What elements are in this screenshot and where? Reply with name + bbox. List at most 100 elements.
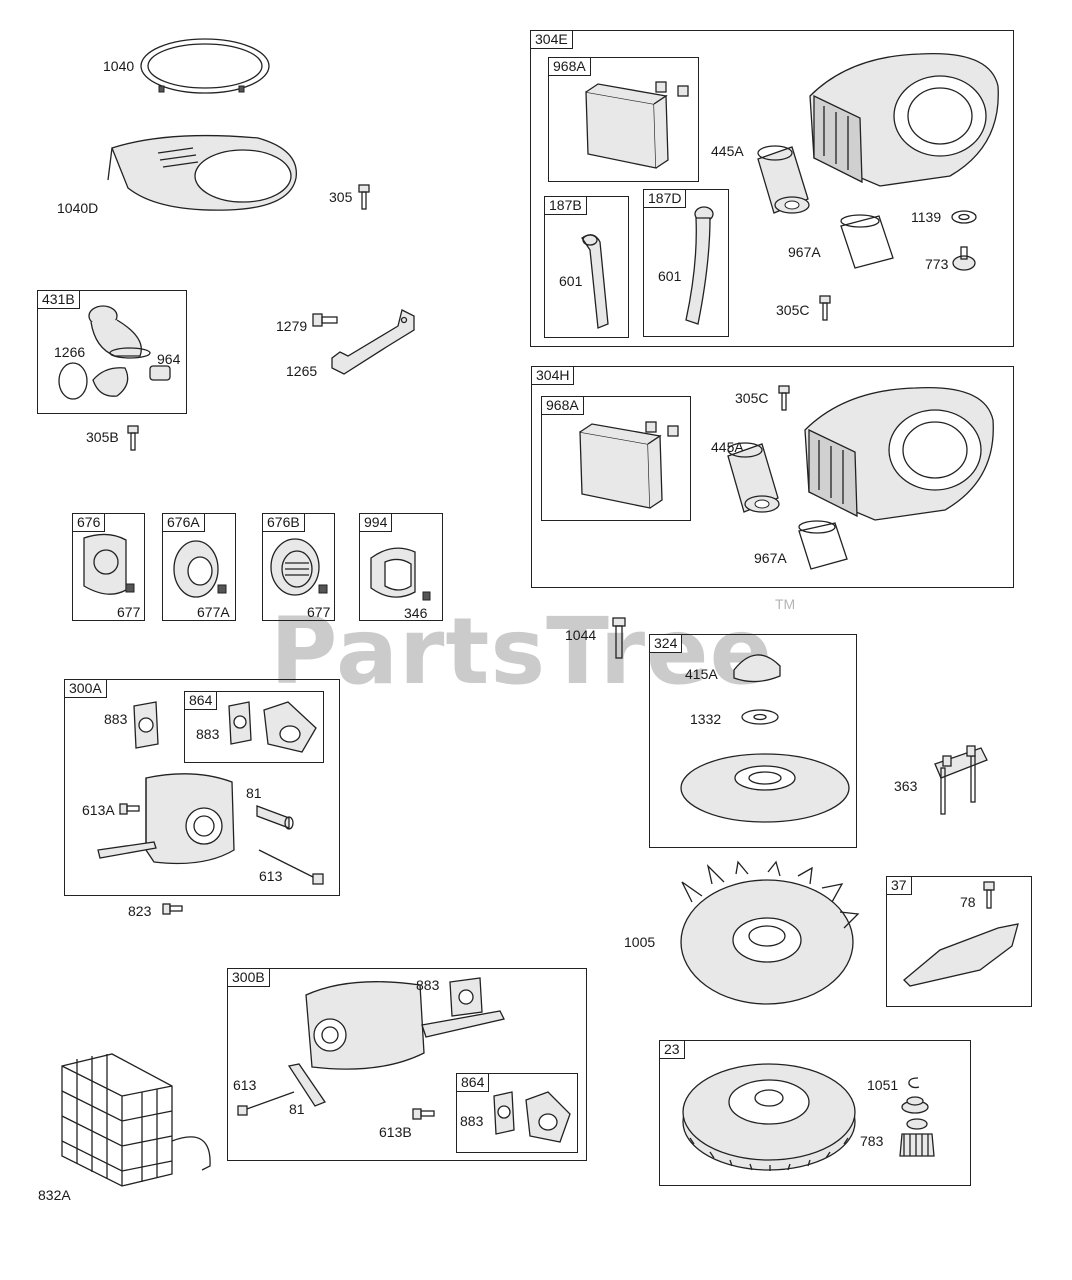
part-773-pin-illustration <box>952 246 976 271</box>
part-1051-clip-illustration <box>908 1077 920 1089</box>
kit-tag-431B[interactable]: 431B <box>37 290 80 309</box>
part-label-773[interactable]: 773 <box>925 256 949 272</box>
part-label-613-b[interactable]: 613 <box>233 1077 257 1093</box>
part-label-415A[interactable]: 415A <box>685 666 718 682</box>
part-1265-bracket-illustration <box>331 309 415 375</box>
part-label-832A[interactable]: 832A <box>38 1187 71 1203</box>
part-label-677-b[interactable]: 677 <box>307 604 331 620</box>
kit-tag-676B[interactable]: 676B <box>262 513 305 532</box>
kit-tag-300B[interactable]: 300B <box>227 968 270 987</box>
part-967A-prefilter-a-illustration <box>840 214 894 269</box>
part-613A-screw-illustration <box>119 803 140 815</box>
kit-tag-864-b[interactable]: 864 <box>456 1073 490 1092</box>
part-883-gasket-a-illustration <box>133 701 159 749</box>
part-label-1051[interactable]: 1051 <box>867 1077 899 1093</box>
part-81-deflector-b-illustration <box>287 1063 326 1107</box>
kit-box-304E: 304E <box>530 30 1014 347</box>
part-994-guard-illustration <box>370 547 431 601</box>
part-601-tube-a-illustration <box>581 234 609 329</box>
kit-box-37: 37 <box>886 876 1032 1007</box>
part-label-613-a[interactable]: 613 <box>259 868 283 884</box>
part-363-adjuster-illustration <box>934 745 988 815</box>
part-864-flange-b-illustration <box>525 1091 571 1143</box>
kit-box-324: 324 <box>649 634 857 848</box>
part-1040D-cover-illustration <box>107 134 297 211</box>
kit-tag-304E[interactable]: 304E <box>530 30 573 49</box>
part-967A-prefilter-b-illustration <box>798 520 848 570</box>
kit-box-431B: 431B <box>37 290 187 414</box>
part-label-883-d[interactable]: 883 <box>460 1113 484 1129</box>
part-label-677-a[interactable]: 677 <box>117 604 141 620</box>
part-label-1044[interactable]: 1044 <box>565 627 597 643</box>
part-label-967A-b[interactable]: 967A <box>754 550 787 566</box>
kit-box-676A: 676A <box>162 513 236 621</box>
part-label-445A-b[interactable]: 445A <box>711 439 744 455</box>
kit-tag-37[interactable]: 37 <box>886 876 912 895</box>
part-label-1040D[interactable]: 1040D <box>57 200 99 216</box>
part-1139-washer-illustration <box>951 210 977 224</box>
part-305B-screw-illustration <box>127 425 139 451</box>
kit-tag-324[interactable]: 324 <box>649 634 683 653</box>
part-label-305C-b[interactable]: 305C <box>735 390 769 406</box>
part-label-305C-a[interactable]: 305C <box>776 302 810 318</box>
part-label-613A[interactable]: 613A <box>82 802 115 818</box>
part-300B-muffler-illustration <box>305 981 505 1070</box>
part-823-screw-illustration <box>162 903 183 915</box>
kit-tag-187D[interactable]: 187D <box>643 189 687 208</box>
part-label-964[interactable]: 964 <box>157 351 181 367</box>
part-label-78[interactable]: 78 <box>960 894 976 910</box>
part-1051-bushing-illustration <box>901 1096 929 1114</box>
part-label-363[interactable]: 363 <box>894 778 918 794</box>
part-label-81-a[interactable]: 81 <box>246 785 262 801</box>
kit-tag-304H[interactable]: 304H <box>531 366 575 385</box>
part-label-81-b[interactable]: 81 <box>289 1101 305 1117</box>
part-label-1265[interactable]: 1265 <box>286 363 318 379</box>
kit-tag-968A-a[interactable]: 968A <box>548 57 591 76</box>
kit-box-187B: 187B <box>544 196 629 338</box>
partstree-watermark: PartsTree <box>270 598 773 705</box>
part-label-613B[interactable]: 613B <box>379 1124 412 1140</box>
kit-box-304H: 304H <box>531 366 1014 588</box>
kit-tag-994[interactable]: 994 <box>359 513 393 532</box>
part-613B-screw-illustration <box>412 1108 435 1120</box>
part-1040-ring-illustration <box>140 38 270 94</box>
part-81-deflector-a-illustration <box>256 805 294 830</box>
part-label-1279[interactable]: 1279 <box>276 318 308 334</box>
part-883-gasket-d-illustration <box>493 1091 515 1135</box>
part-label-783[interactable]: 783 <box>860 1133 884 1149</box>
part-label-883-a[interactable]: 883 <box>104 711 128 727</box>
kit-tag-968A-b[interactable]: 968A <box>541 396 584 415</box>
kit-box-300A: 300A <box>64 679 340 896</box>
part-label-883-c[interactable]: 883 <box>416 977 440 993</box>
part-label-305B[interactable]: 305B <box>86 429 119 445</box>
part-832A-spark-arrestor-screen-illustration <box>61 1053 211 1187</box>
part-23-flywheel-illustration <box>682 1063 856 1171</box>
part-label-883-b[interactable]: 883 <box>196 726 220 742</box>
part-304E-blower-housing-illustration <box>809 52 999 187</box>
part-676-guard-illustration <box>83 533 135 595</box>
kit-tag-864-a[interactable]: 864 <box>184 691 218 710</box>
kit-tag-676A[interactable]: 676A <box>162 513 205 532</box>
part-label-1005[interactable]: 1005 <box>624 934 656 950</box>
part-1279-bolt-illustration <box>312 313 338 327</box>
part-label-967A-a[interactable]: 967A <box>788 244 821 260</box>
part-label-1266[interactable]: 1266 <box>54 344 86 360</box>
part-304H-blower-housing-illustration <box>804 386 994 521</box>
kit-tag-187B[interactable]: 187B <box>544 196 587 215</box>
kit-tag-23[interactable]: 23 <box>659 1040 685 1059</box>
part-label-677A[interactable]: 677A <box>197 604 230 620</box>
kit-tag-300A[interactable]: 300A <box>64 679 107 698</box>
part-label-601-b[interactable]: 601 <box>658 268 682 284</box>
part-label-1332[interactable]: 1332 <box>690 711 722 727</box>
part-label-346[interactable]: 346 <box>404 605 428 621</box>
kit-tag-676[interactable]: 676 <box>72 513 106 532</box>
kit-box-676: 676 <box>72 513 145 621</box>
part-label-1040[interactable]: 1040 <box>103 58 135 74</box>
part-label-305[interactable]: 305 <box>329 189 353 205</box>
part-label-445A-a[interactable]: 445A <box>711 143 744 159</box>
part-label-601-a[interactable]: 601 <box>559 273 583 289</box>
part-883-gasket-b-illustration <box>228 701 252 745</box>
part-label-1139[interactable]: 1139 <box>911 209 942 225</box>
part-label-823[interactable]: 823 <box>128 903 152 919</box>
kit-box-994: 994 <box>359 513 443 621</box>
